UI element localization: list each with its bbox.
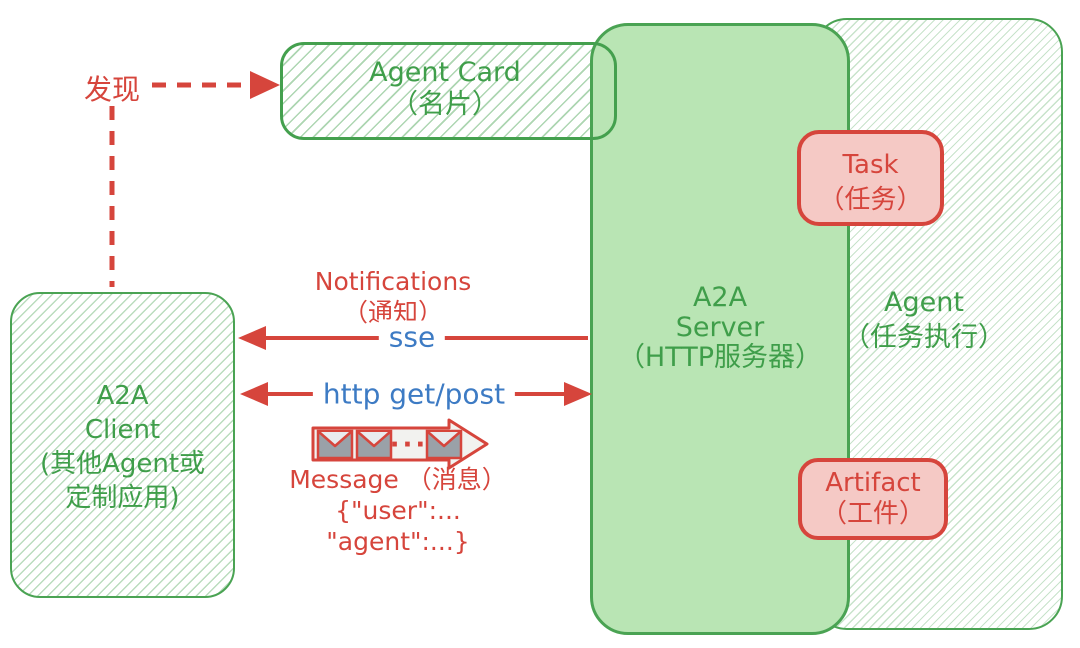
ellipsis-dots: ··· (390, 430, 429, 460)
task-box (797, 130, 944, 226)
a2a-server-label: A2A Server （HTTP服务器） (590, 283, 850, 373)
message-label: Message （消息） {"user":... "agent":...} (248, 464, 548, 557)
http-get-post-label: http get/post (312, 377, 516, 411)
envelope-icon (316, 429, 354, 460)
notifications-line: Notifications (314, 267, 472, 296)
client-line: 定制应用) (65, 483, 180, 513)
agent-card-subtitle: （名片） (391, 89, 499, 120)
discover-label: 发现 (84, 73, 141, 106)
discover-arrowhead-icon (250, 71, 280, 99)
artifact-label: Artifact （工件） (798, 468, 948, 530)
task-label: Task （任务） (797, 148, 944, 218)
sse-arrowhead-icon (238, 326, 266, 350)
client-line: (其他Agent或 (39, 449, 206, 479)
server-line: （HTTP服务器） (617, 342, 823, 373)
agent-line: （任务执行） (843, 322, 1005, 353)
http-arrowhead-left-icon (240, 382, 268, 406)
agent-card-label: Agent Card （名片） (285, 57, 605, 121)
http-arrowhead-right-icon (564, 382, 592, 406)
notifications-label: Notifications （通知） (243, 266, 543, 328)
client-line: A2A (96, 381, 149, 411)
artifact-title: Artifact (825, 468, 921, 498)
task-subtitle: （任务） (818, 185, 923, 215)
server-line: A2A (692, 282, 748, 313)
message-line: Message （消息） (289, 465, 507, 494)
server-line: Server (675, 312, 765, 343)
client-line: Client (84, 415, 161, 445)
message-line: {"user":... (335, 496, 461, 525)
sse-label: sse (378, 320, 446, 354)
a2a-client-box (10, 292, 235, 598)
envelope-icon (425, 429, 463, 460)
task-title: Task (842, 150, 899, 180)
agent-line: Agent (884, 287, 964, 318)
message-line: "agent":...} (326, 527, 470, 556)
agent-card-outline (280, 42, 617, 140)
agent-executor-label: Agent （任务执行） (799, 285, 1049, 355)
message-banner (311, 418, 489, 470)
a2a-client-label: A2A Client (其他Agent或 定制应用) (10, 379, 235, 515)
agent-card-box (280, 42, 617, 140)
artifact-box (798, 458, 948, 540)
agent-card-title: Agent Card (369, 57, 521, 88)
envelope-icon (355, 429, 393, 460)
artifact-subtitle: （工件） (820, 499, 925, 529)
